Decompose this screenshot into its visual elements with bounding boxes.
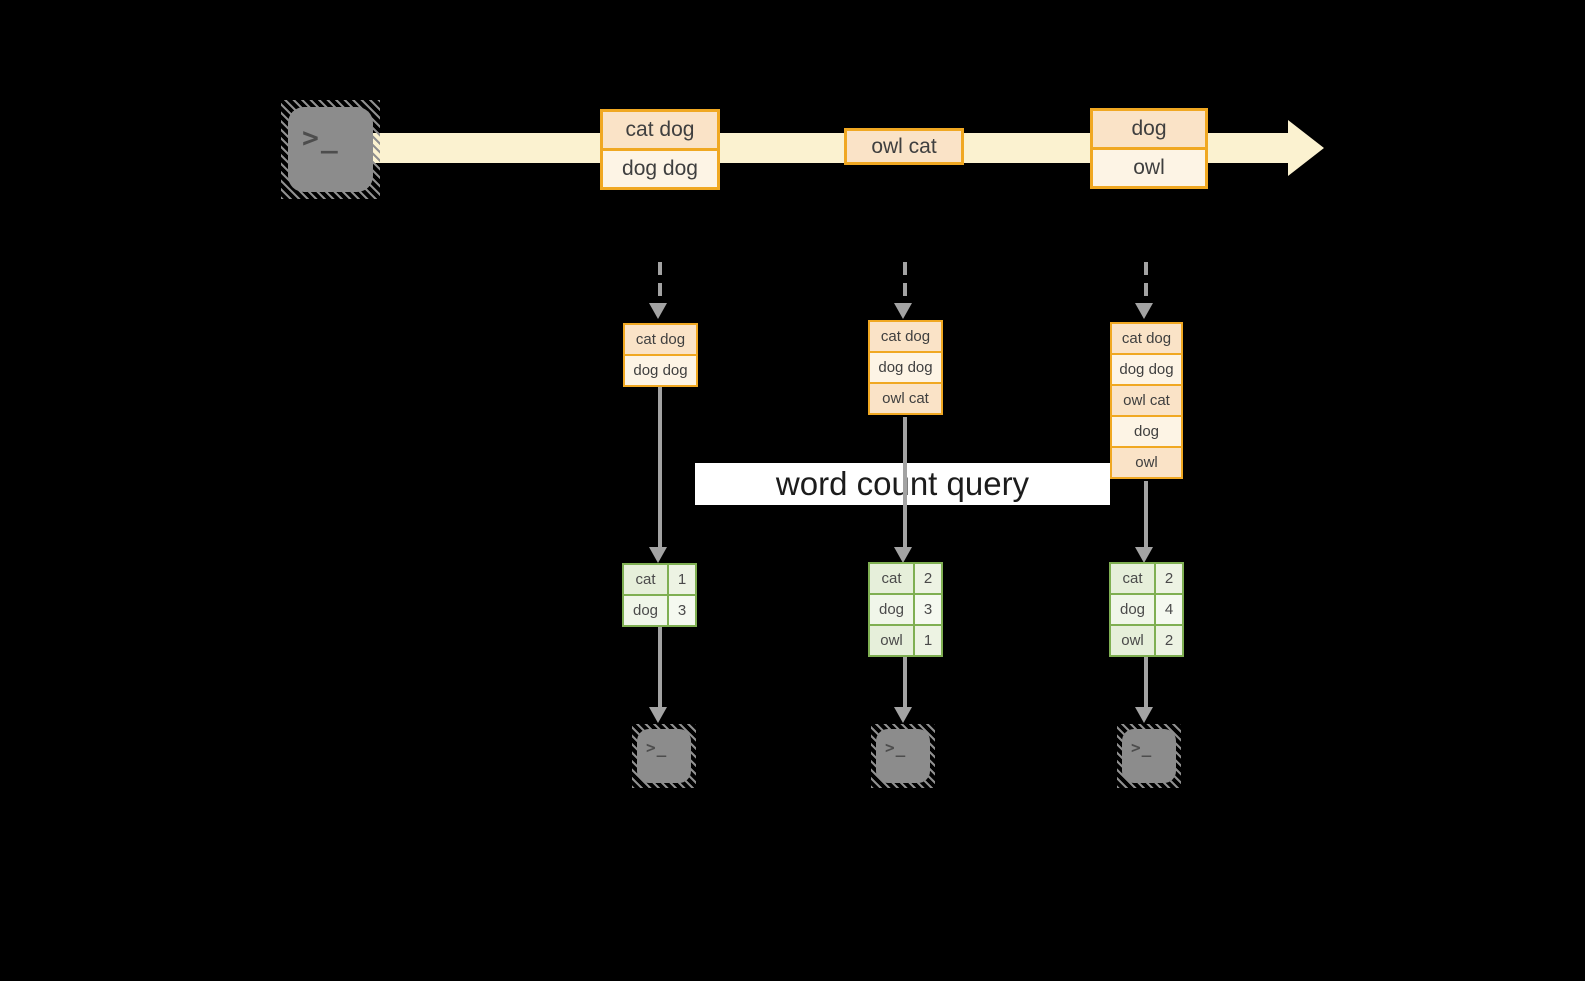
batch-line: owl cat <box>847 131 961 162</box>
arrow-head <box>1135 547 1153 563</box>
timeline-arrowhead <box>1288 120 1324 176</box>
terminal-icon: >_ <box>1122 729 1176 783</box>
timeline-batch-2: owl cat <box>844 128 964 165</box>
arrow-head <box>1135 707 1153 723</box>
input-row: owl cat <box>870 384 941 413</box>
input-row: cat dog <box>625 325 696 354</box>
arrow-head <box>649 707 667 723</box>
sink-terminal-hatch: >_ <box>632 724 696 788</box>
timeline-batch-3: dog owl <box>1090 108 1208 189</box>
input-row: cat dog <box>1112 324 1181 353</box>
terminal-prompt-glyph: >_ <box>1131 738 1153 757</box>
result-count: 2 <box>1156 564 1182 593</box>
dashed-arrow-head <box>1135 303 1153 319</box>
result-table-2: cat 2 dog 3 owl 1 <box>868 562 943 657</box>
dashed-arrow-head <box>894 303 912 319</box>
result-table-1: cat 1 dog 3 <box>622 563 697 627</box>
query-label: word count query <box>775 465 1030 502</box>
query-label-band: word count query <box>695 463 1110 505</box>
terminal-prompt-glyph: >_ <box>302 121 340 154</box>
input-table-2: cat dog dog dog owl cat <box>868 320 943 415</box>
arrow-line <box>658 387 662 548</box>
dashed-arrow-line <box>1144 262 1148 304</box>
input-row: dog dog <box>870 353 941 382</box>
terminal-icon: >_ <box>288 107 373 192</box>
terminal-icon: >_ <box>876 729 930 783</box>
sink-terminal-hatch: >_ <box>871 724 935 788</box>
result-count: 2 <box>1156 626 1182 655</box>
batch-line: dog <box>1093 111 1205 147</box>
sink-terminal-hatch: >_ <box>1117 724 1181 788</box>
arrow-head <box>894 707 912 723</box>
source-terminal-hatch: >_ <box>281 100 380 199</box>
result-word: cat <box>1111 564 1154 593</box>
arrow-line <box>658 626 662 707</box>
terminal-icon: >_ <box>637 729 691 783</box>
arrow-head <box>649 547 667 563</box>
input-row: dog dog <box>625 356 696 385</box>
result-count: 1 <box>915 626 941 655</box>
input-table-3: cat dog dog dog owl cat dog owl <box>1110 322 1183 479</box>
result-count: 1 <box>669 565 695 594</box>
dashed-arrow-line <box>658 262 662 304</box>
result-word: owl <box>870 626 913 655</box>
arrow-line <box>903 417 907 548</box>
result-word: dog <box>1111 595 1154 624</box>
arrow-line <box>903 657 907 707</box>
arrow-line <box>1144 481 1148 548</box>
input-row: dog <box>1112 417 1181 446</box>
batch-line: owl <box>1093 150 1205 186</box>
arrow-head <box>894 547 912 563</box>
dashed-arrow-head <box>649 303 667 319</box>
timeline-batch-1: cat dog dog dog <box>600 109 720 190</box>
result-word: dog <box>624 596 667 625</box>
result-word: cat <box>624 565 667 594</box>
terminal-prompt-glyph: >_ <box>885 738 907 757</box>
result-word: owl <box>1111 626 1154 655</box>
result-count: 3 <box>915 595 941 624</box>
input-row: owl <box>1112 448 1181 477</box>
arrow-line <box>1144 657 1148 707</box>
result-count: 4 <box>1156 595 1182 624</box>
result-word: cat <box>870 564 913 593</box>
input-row: dog dog <box>1112 355 1181 384</box>
result-count: 3 <box>669 596 695 625</box>
input-table-1: cat dog dog dog <box>623 323 698 387</box>
batch-line: dog dog <box>603 151 717 187</box>
input-row: owl cat <box>1112 386 1181 415</box>
input-row: cat dog <box>870 322 941 351</box>
result-word: dog <box>870 595 913 624</box>
terminal-prompt-glyph: >_ <box>646 738 668 757</box>
result-table-3: cat 2 dog 4 owl 2 <box>1109 562 1184 657</box>
result-count: 2 <box>915 564 941 593</box>
dashed-arrow-line <box>903 262 907 304</box>
batch-line: cat dog <box>603 112 717 148</box>
